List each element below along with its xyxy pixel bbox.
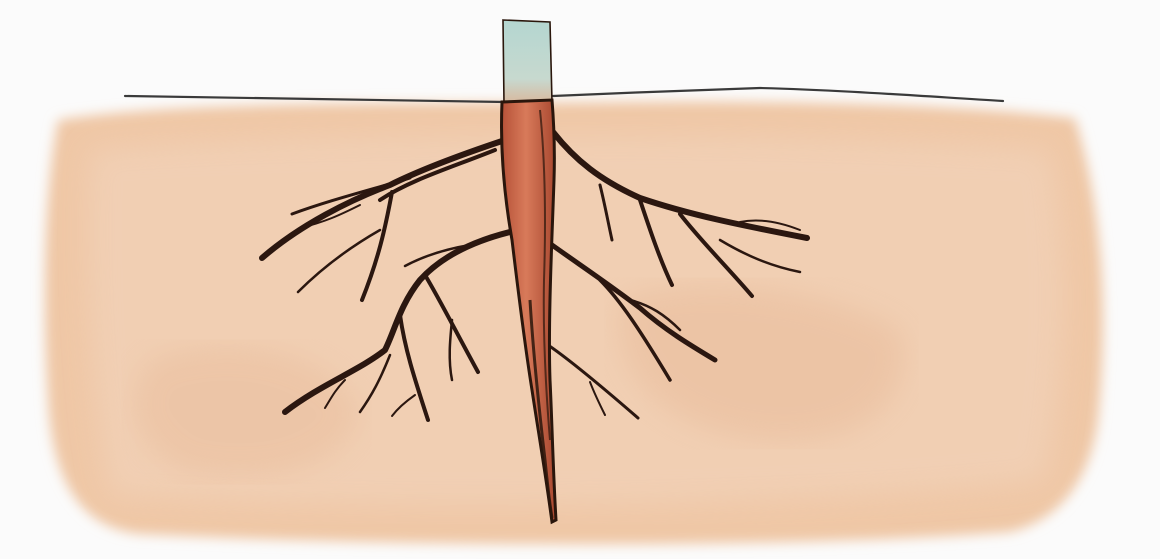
ground-line [125,88,1003,102]
soil-area [45,102,1103,545]
stem [503,20,552,104]
